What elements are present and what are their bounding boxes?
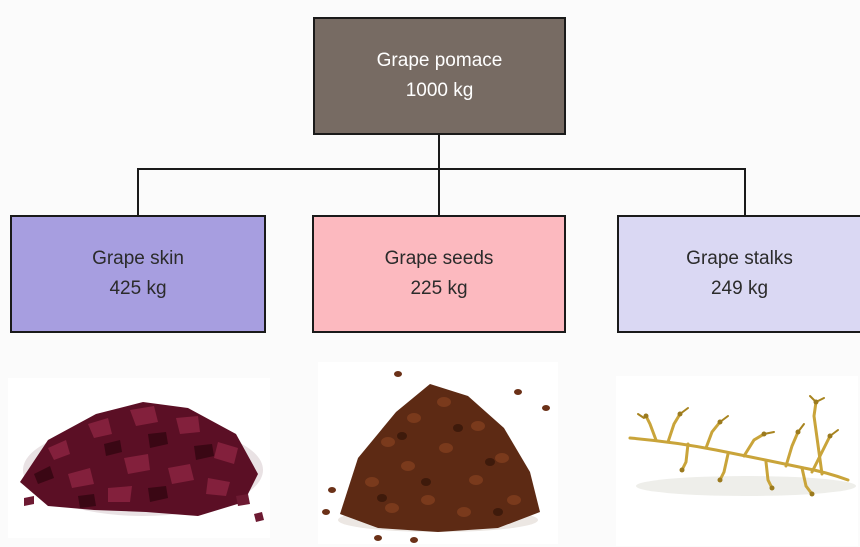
child-node-label: Grape seeds (385, 244, 494, 274)
root-node-grape-pomace: Grape pomace 1000 kg (313, 17, 566, 135)
child-node-amount: 249 kg (711, 274, 768, 304)
grape-skin-photo (8, 378, 270, 538)
child-node-grape-skin: Grape skin 425 kg (10, 215, 266, 333)
child-node-label: Grape stalks (686, 244, 793, 274)
grape-seeds-photo (318, 362, 558, 544)
grape-stalks-photo (616, 376, 858, 546)
connector-to-seeds (438, 168, 440, 215)
child-node-amount: 425 kg (109, 274, 166, 304)
connector-horizontal (137, 168, 746, 170)
root-node-amount: 1000 kg (406, 76, 474, 106)
child-node-grape-stalks: Grape stalks 249 kg (617, 215, 860, 333)
child-node-amount: 225 kg (410, 274, 467, 304)
root-node-label: Grape pomace (377, 46, 503, 76)
child-node-grape-seeds: Grape seeds 225 kg (312, 215, 566, 333)
connector-to-stalks (744, 168, 746, 215)
connector-root-down (438, 135, 440, 169)
child-node-label: Grape skin (92, 244, 184, 274)
connector-to-skin (137, 168, 139, 215)
